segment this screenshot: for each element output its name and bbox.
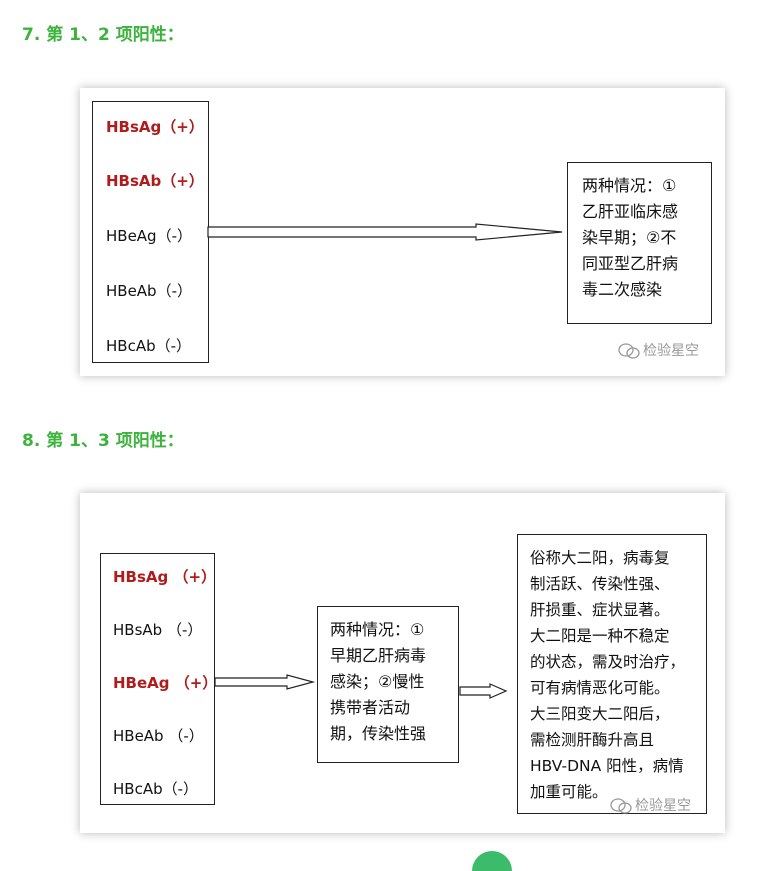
marker-item: HBeAg（-） xyxy=(106,225,208,246)
marker-name: HBsAg xyxy=(106,118,162,136)
explanation-line: 制活跃、传染性强、 xyxy=(530,575,670,593)
marker-item: HBsAg（+） xyxy=(106,116,208,137)
watermark: 检验星空 xyxy=(610,795,691,815)
arrow-right-icon xyxy=(459,683,508,699)
situation-box: 两种情况：① 早期乙肝病毒 感染；②慢性 携带者活动 期，传染性强 xyxy=(317,606,459,763)
section-7-diagram: HBsAg（+） HBsAb（+） HBeAg（-） HBeAb（-） HBcA… xyxy=(80,88,725,376)
wechat-icon xyxy=(610,798,632,814)
explanation-line: 肝损重、症状显著。 xyxy=(530,601,670,619)
marker-sign: （-） xyxy=(168,727,204,745)
marker-list-box: HBsAg（+） HBsAb（+） HBeAg（-） HBeAb（-） HBcA… xyxy=(92,101,209,363)
marker-name: HBeAg xyxy=(106,227,157,245)
marker-sign: （+） xyxy=(173,568,217,586)
marker-name: HBsAb xyxy=(106,172,162,190)
marker-sign: （-） xyxy=(156,282,193,300)
arrow-right-icon xyxy=(207,223,563,241)
explanation-line: 俗称大二阳，病毒复 xyxy=(530,549,670,567)
explanation-line: HBV-DNA 阳性，病情 xyxy=(530,757,684,775)
marker-sign: （-） xyxy=(155,337,192,355)
marker-sign: （+） xyxy=(161,118,204,136)
marker-name: HBcAb xyxy=(113,780,163,798)
marker-name: HBcAb xyxy=(106,337,156,355)
situation-line: 早期乙肝病毒 xyxy=(330,646,427,665)
marker-sign: （+） xyxy=(174,674,218,692)
result-line: 毒二次感染 xyxy=(582,280,663,299)
explanation-line: 需检测肝酶升高且 xyxy=(530,731,655,749)
explanation-box: 俗称大二阳，病毒复 制活跃、传染性强、 肝损重、症状显著。 大二阳是一种不稳定 … xyxy=(517,534,707,814)
marker-name: HBeAb xyxy=(113,727,164,745)
situation-line: 两种情况：① xyxy=(330,620,425,639)
marker-sign: （-） xyxy=(162,780,199,798)
scroll-top-button[interactable] xyxy=(472,851,512,871)
marker-sign: （+） xyxy=(161,172,204,190)
marker-sign: （-） xyxy=(166,621,203,639)
section-7-heading: 7. 第 1、2 项阳性： xyxy=(22,25,184,45)
marker-sign: （-） xyxy=(156,227,193,245)
marker-item: HBeAg （+） xyxy=(113,672,217,693)
explanation-line: 可有病情恶化可能。 xyxy=(530,679,670,697)
marker-item: HBeAb （-） xyxy=(113,725,214,746)
arrow-right-icon xyxy=(214,674,316,690)
marker-item: HBeAb（-） xyxy=(106,280,208,301)
explanation-line: 大二阳是一种不稳定 xyxy=(530,627,670,645)
result-line: 乙肝亚临床感 xyxy=(582,202,679,221)
explanation-line: 的状态，需及时治疗， xyxy=(530,653,686,671)
result-line: 两种情况：① xyxy=(582,176,677,195)
marker-item: HBsAb（+） xyxy=(106,170,208,191)
marker-item: HBcAb（-） xyxy=(106,335,208,356)
result-box: 两种情况：① 乙肝亚临床感 染早期；②不 同亚型乙肝病 毒二次感染 xyxy=(567,162,712,324)
marker-item: HBsAb （-） xyxy=(113,619,214,640)
result-line: 染早期；②不 xyxy=(582,228,677,247)
marker-name: HBeAg xyxy=(113,674,170,692)
section-8-diagram: HBsAg （+） HBsAb （-） HBeAg （+） HBeAb （-） … xyxy=(80,493,725,833)
marker-name: HBsAg xyxy=(113,568,169,586)
explanation-line: 加重可能。 xyxy=(530,783,608,801)
marker-name: HBeAb xyxy=(106,282,157,300)
explanation-line: 大三阳变大二阳后， xyxy=(530,705,670,723)
marker-list-box: HBsAg （+） HBsAb （-） HBeAg （+） HBeAb （-） … xyxy=(100,553,217,805)
situation-line: 感染；②慢性 xyxy=(330,672,425,691)
marker-item: HBcAb（-） xyxy=(113,778,214,799)
marker-name: HBsAb xyxy=(113,621,163,639)
result-line: 同亚型乙肝病 xyxy=(582,254,679,273)
section-8-heading: 8. 第 1、3 项阳性： xyxy=(22,431,184,451)
wechat-icon xyxy=(618,343,640,359)
watermark: 检验星空 xyxy=(618,340,699,360)
marker-item: HBsAg （+） xyxy=(113,566,217,587)
situation-line: 携带者活动 xyxy=(330,698,411,717)
situation-line: 期，传染性强 xyxy=(330,724,427,743)
